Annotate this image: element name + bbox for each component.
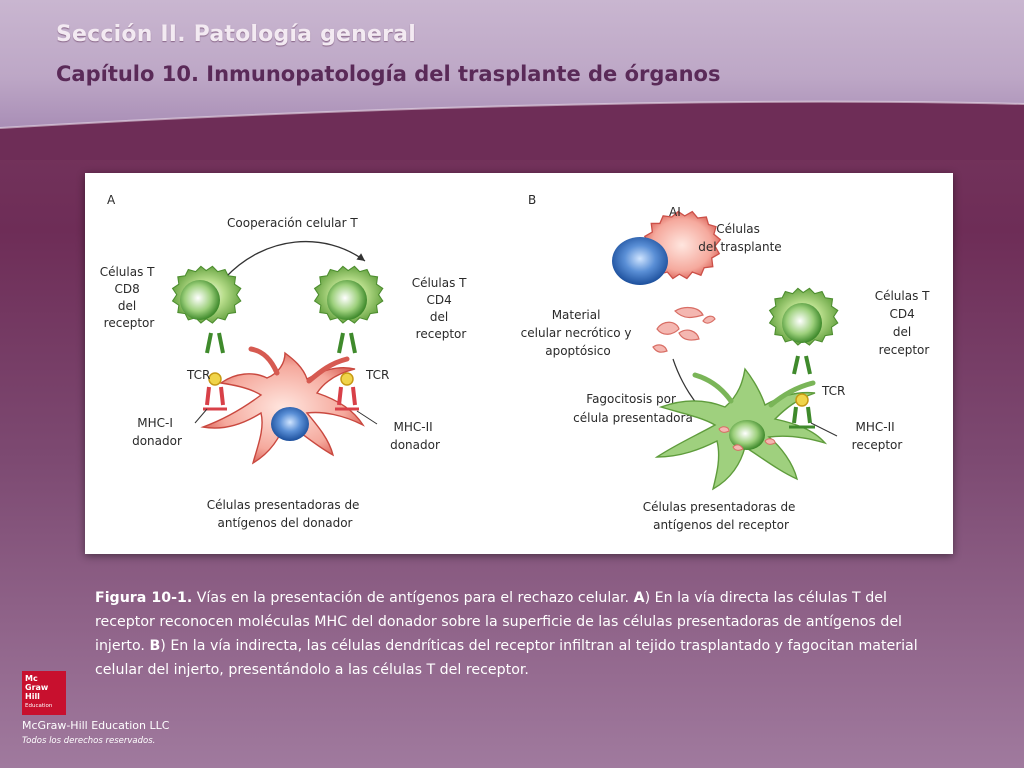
header-curve [0, 100, 1024, 160]
panel-b-letter: B [528, 193, 536, 207]
transplant-label: Células del trasplante [698, 222, 781, 254]
caption-a-letter: A [633, 590, 645, 606]
caption-b-letter: B [149, 638, 161, 654]
logo-sub: Education [25, 703, 53, 709]
chapter-title: Capítulo 10. Inmunopatología del traspla… [56, 62, 721, 86]
caption-text-2: ) En la vía directa las células T del re… [95, 590, 903, 654]
donor-apc-nucleus [271, 407, 309, 441]
tcr-label-b: TCR [821, 384, 845, 398]
recipient-apc-nucleus [729, 420, 765, 450]
figure-diagram: A Cooperación celular T Células T CD8 de… [100, 193, 934, 532]
mhc2-pointer-b [810, 422, 838, 437]
cooperation-arrow [224, 241, 366, 279]
ai-label: AI [669, 205, 681, 219]
logo-line-1: Mc [25, 674, 38, 683]
mcgraw-hill-logo: Mc Graw Hill Education [22, 671, 66, 715]
mhc1-pointer [194, 408, 208, 424]
donor-apc-label: Células presentadoras de antígenos del d… [207, 498, 364, 530]
phagocytosis-label: Fagocitosis por célula presentadora [573, 392, 693, 425]
panel-a-letter: A [107, 193, 116, 207]
mhc2-pointer-a [356, 410, 378, 425]
tcr-mhc2-complex [335, 332, 359, 411]
cd4-t-cell-a [313, 265, 384, 324]
cd4-label-b: Células T CD4 del receptor [875, 289, 934, 357]
cd8-t-cell [171, 265, 242, 324]
tcr-mhc2-complex-b [789, 355, 815, 429]
mhc2-label-a: MHC-II donador [390, 420, 440, 452]
cd4-t-cell-b [768, 287, 839, 346]
phagocytosed-fragments [718, 426, 776, 451]
transplant-cell [612, 210, 722, 285]
figure-panel: A Cooperación celular T Células T CD8 de… [85, 173, 953, 554]
cooperation-label: Cooperación celular T [227, 216, 358, 230]
necrotic-label: Material celular necrótico y apoptósico [521, 308, 636, 358]
recipient-apc-label: Células presentadoras de antígenos del r… [643, 500, 800, 532]
cd8-label: Células T CD8 del receptor [100, 265, 159, 330]
logo-line-2: Graw [25, 683, 49, 692]
tcr-label-left: TCR [186, 368, 210, 382]
mhc1-label: MHC-I donador [132, 416, 182, 448]
tcr-label-right: TCR [365, 368, 389, 382]
figure-caption: Figura 10-1. Vías en la presentación de … [95, 586, 945, 682]
caption-text-3: ) En la vía indirecta, las células dendr… [95, 638, 918, 678]
publisher-name: McGraw-Hill Education LLC [22, 719, 170, 732]
cd4-label-a: Células T CD4 del receptor [412, 276, 471, 341]
transplant-cell-nucleus [612, 237, 668, 285]
caption-text-1: Vías en la presentación de antígenos par… [192, 590, 634, 606]
logo-line-3: Hill [25, 692, 40, 701]
mhc2-label-b: MHC-II receptor [852, 420, 903, 452]
caption-label: Figura 10-1. [95, 590, 193, 606]
rights-notice: Todos los derechos reservados. [22, 736, 156, 746]
section-title: Sección II. Patología general [56, 22, 416, 47]
necrotic-fragments [652, 306, 716, 353]
